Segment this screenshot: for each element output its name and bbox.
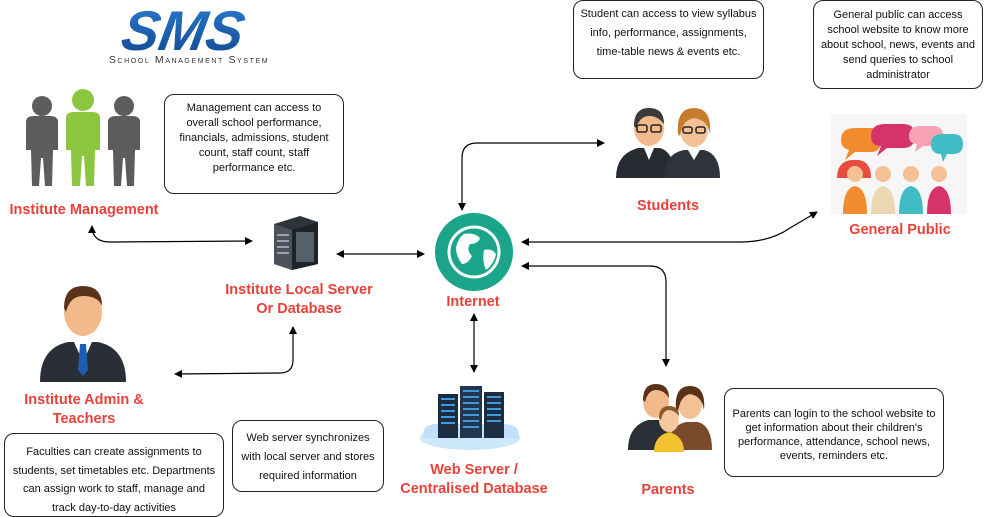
logo-text: SMS [117,4,250,56]
connector-management-server [88,225,253,246]
local-server-label-line2: Or Database [256,301,342,317]
general-public-icon [831,114,967,214]
connector-admin-server [174,326,297,378]
parents-note: Parents can login to the school website … [724,388,944,477]
local-server-icon [274,216,318,270]
admin-teacher-icon [40,286,126,382]
parents-icon [628,384,712,452]
management-note: Management can access to overall school … [164,94,344,194]
web-server-label: Web Server / Centralised Database [384,461,564,499]
admin-teachers-label-line1: Institute Admin & [24,392,144,408]
connector-internet-parents [521,262,670,367]
general-public-label: General Public [849,222,951,238]
web-server-cluster-icon [420,386,520,450]
local-server-label-line1: Institute Local Server [225,282,373,298]
web-server-label-line1: Web Server / [430,462,518,478]
parents-label: Parents [641,482,695,498]
students-label: Students [636,198,700,214]
sms-logo: SMS [117,4,250,56]
connector-internet-public [521,211,818,246]
internet-label: Internet [446,294,500,310]
connector-internet-students [458,139,605,211]
admin-teachers-label: Institute Admin & Teachers [8,391,160,429]
local-server-label: Institute Local Server Or Database [206,281,392,319]
admin-teachers-label-line2: Teachers [52,411,116,427]
management-group-icon [26,89,140,186]
faculties-note: Faculties can create assignments to stud… [4,433,224,517]
web-server-note: Web server synchronizes with local serve… [232,420,384,492]
students-icon [616,108,720,178]
students-note: Student can access to view syllabus info… [573,0,764,79]
management-label: Institute Management [9,202,159,218]
internet-globe-icon [435,213,513,291]
web-server-label-line2: Centralised Database [400,481,548,497]
logo-subtitle: School Management System [108,54,270,66]
general-public-note: General public can access school website… [813,0,983,89]
